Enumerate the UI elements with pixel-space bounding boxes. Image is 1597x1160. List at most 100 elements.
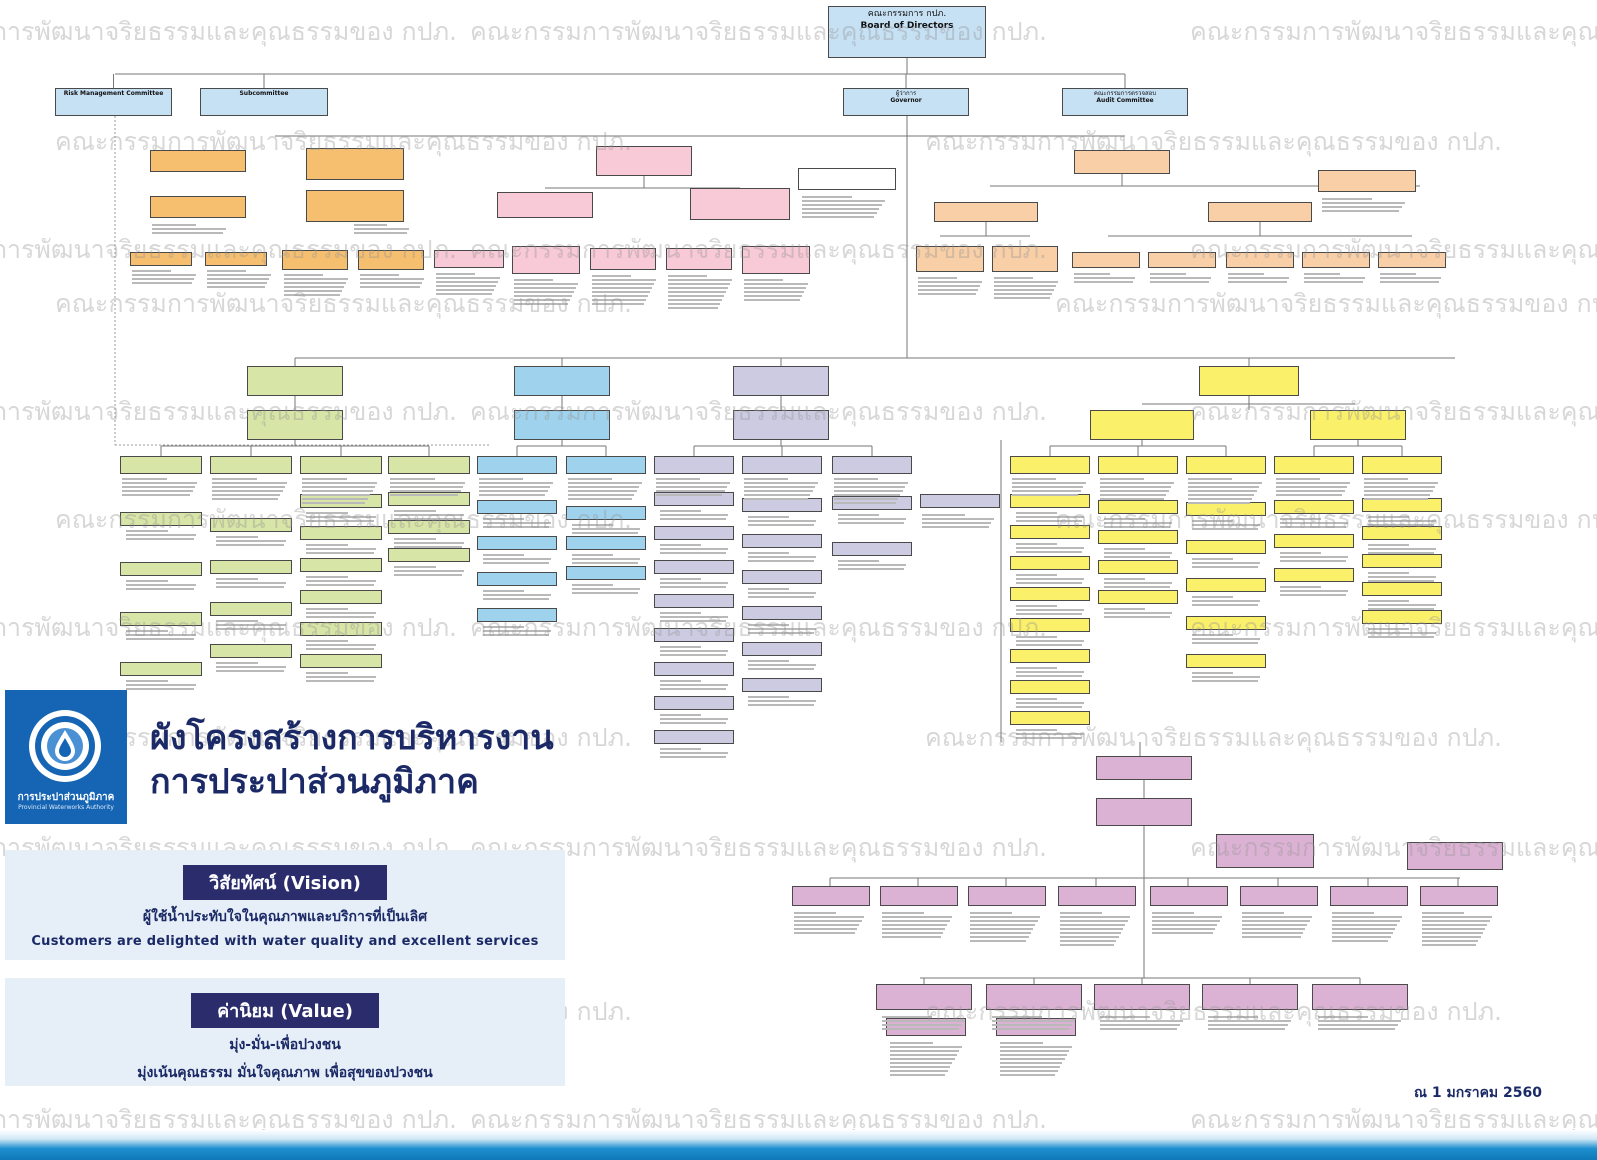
duty-notes (888, 1040, 966, 1078)
operations-dept-box-2 (566, 456, 646, 474)
region-division-box-6 (1240, 886, 1318, 906)
admin-col1-division-box-3 (1010, 556, 1090, 570)
duty-notes (1102, 546, 1176, 560)
duty-notes (836, 558, 910, 572)
duty-notes (1330, 910, 1406, 944)
governor-office-box-2 (306, 148, 404, 180)
duty-notes (214, 660, 290, 674)
duty-notes (1226, 271, 1292, 285)
business-col2-division-box-4 (742, 606, 822, 620)
deputy-governor-strategy-box (247, 366, 343, 396)
duty-notes (1366, 626, 1440, 640)
regional-audit-box-2 (1148, 252, 1216, 268)
board-of-directors-box-label-en: Board of Directors (860, 21, 954, 31)
it-office-box-2 (690, 188, 790, 220)
duty-notes (124, 678, 200, 692)
duty-notes (1014, 634, 1088, 648)
audit-division-box-1 (916, 246, 984, 272)
operations-col2-division-box-3 (566, 566, 646, 580)
business-col2-division-box-1 (742, 498, 822, 512)
region-division-box-1 (792, 886, 870, 906)
logo-name-en: Provincial Waterworks Authority (18, 804, 114, 811)
strategy-col1-division-box-1 (120, 512, 202, 526)
strategy-dept-box-2 (210, 456, 292, 474)
governor-unit-box-2 (205, 252, 267, 266)
regional-audit-box-5 (1378, 252, 1446, 268)
duty-notes (1014, 696, 1088, 710)
duty-notes (1014, 665, 1088, 679)
deputy-governor-operations-box (514, 366, 610, 396)
duty-notes (1190, 632, 1264, 646)
duty-notes (746, 514, 820, 528)
strategy-dept-box-4 (388, 456, 470, 474)
operations-col1-division-box-3 (477, 572, 557, 586)
strategy-col3-division-box-2 (300, 526, 382, 540)
strategy-dept-box-1 (120, 456, 202, 474)
admin-col5-division-box-5 (1362, 610, 1442, 624)
it-dept-box-4 (666, 248, 732, 270)
admin-col4-division-box-3 (1274, 568, 1354, 582)
operations-col1-division-box-1 (477, 500, 557, 514)
duty-notes (214, 576, 290, 590)
business-col1-division-box-1 (654, 492, 734, 506)
deputy-governor-region-box (1096, 756, 1192, 780)
business-col3-division-box-1 (832, 496, 912, 510)
business-col2-division-box-2 (742, 534, 822, 548)
duty-notes (1278, 584, 1352, 598)
business-col2-division-box-6 (742, 678, 822, 692)
business-col1-division-box-5 (654, 628, 734, 642)
duty-notes (658, 576, 732, 590)
duty-notes (130, 268, 200, 286)
admin-col2-division-box-2 (1098, 530, 1178, 544)
duty-notes (1190, 594, 1264, 608)
asst-governor-region-box (1096, 798, 1192, 826)
duty-notes (836, 512, 910, 526)
duty-notes (1206, 1014, 1296, 1032)
strategy-col4-division-box-3 (388, 548, 470, 562)
duty-notes (1148, 271, 1214, 285)
business-col1-division-box-4 (654, 594, 734, 608)
duty-notes (282, 272, 352, 298)
operations-col1-division-box-2 (477, 536, 557, 550)
operations-col1-division-box-4 (477, 608, 557, 622)
duty-notes (1014, 727, 1088, 741)
duty-notes (746, 658, 820, 672)
vision-heading: วิสัยทัศน์ (Vision) (183, 865, 387, 900)
admin-col3-division-box-5 (1186, 654, 1266, 668)
duty-notes (570, 582, 644, 596)
admin-col1-division-box-8 (1010, 711, 1090, 725)
governor-unit-box-4 (358, 250, 424, 270)
admin-col1-division-box-6 (1010, 649, 1090, 663)
strategy-col1-division-box-4 (120, 662, 202, 676)
asst-governor-strategy-box (247, 410, 343, 440)
business-side-box (920, 494, 1000, 508)
duty-notes (304, 606, 380, 620)
it-dept-box-5 (742, 246, 810, 274)
duty-notes (214, 618, 290, 632)
regional-office-box-5 (1312, 984, 1408, 1010)
deputy-governor-business-box (733, 366, 829, 396)
operations-col2-division-box-2 (566, 536, 646, 550)
duty-notes (880, 910, 956, 940)
business-col1-division-box-2 (654, 526, 734, 540)
admin-col2-division-box-3 (1098, 560, 1178, 574)
duty-notes (1014, 572, 1088, 586)
admin-col5-division-box-3 (1362, 554, 1442, 568)
admin-col4-division-box-1 (1274, 500, 1354, 514)
business-col1-division-box-7 (654, 696, 734, 710)
admin1-dept-box-2 (1098, 456, 1178, 474)
audit-office-box (1074, 150, 1170, 174)
admin1-dept-box-3 (1186, 456, 1266, 474)
duty-notes (658, 542, 732, 556)
duty-notes (1278, 516, 1352, 530)
region-office-box-a (1216, 834, 1314, 868)
duty-notes (1072, 271, 1138, 285)
regional-office-box-2 (986, 984, 1082, 1010)
governor-office-sub-box-2 (306, 190, 404, 222)
admin-col1-division-box-1 (1010, 494, 1090, 508)
committee-box-3-label-en: Governor (890, 97, 922, 104)
admin-col4-division-box-2 (1274, 534, 1354, 548)
operations-col2-division-box-1 (566, 506, 646, 520)
it-dept-box-3 (590, 248, 656, 270)
